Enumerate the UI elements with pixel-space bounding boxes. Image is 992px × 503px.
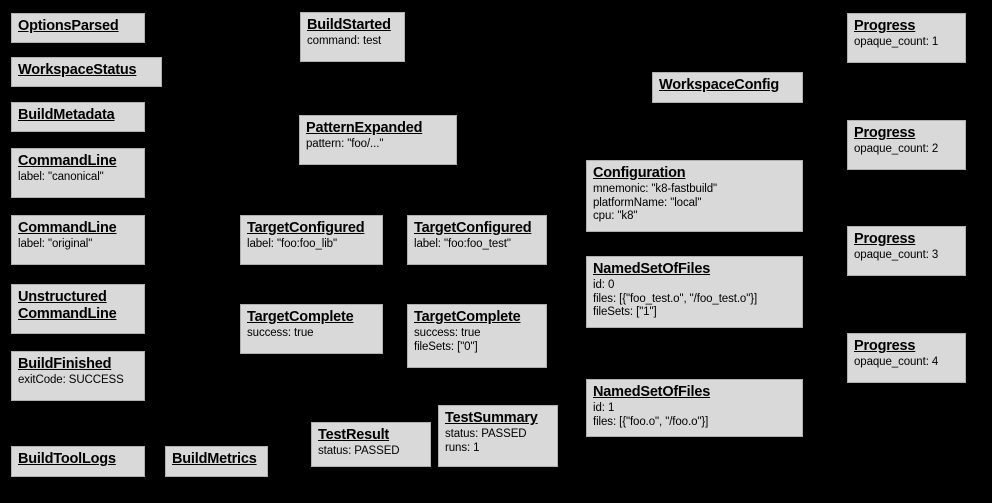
event-node-title: Progress [854,18,916,34]
event-node-title: Progress [854,231,916,247]
event-node-fields: label: "original" [18,238,138,252]
event-node-fields: status: PASSED [318,445,424,459]
event-node-unstructured-command-line[interactable]: Unstructured CommandLine [11,284,145,334]
event-node-pattern-expanded[interactable]: PatternExpanded pattern: "foo/..." [299,115,457,165]
event-node-title: OptionsParsed [18,18,119,34]
event-node-field: files: [{"foo_test.o", "/foo_test.o"}] [593,292,758,305]
event-node-fields: opaque_count: 3 [854,249,959,263]
event-node-target-complete-foo-lib[interactable]: TargetComplete success: true [240,304,383,354]
event-node-title: Unstructured CommandLine [18,289,117,323]
event-node-build-started[interactable]: BuildStarted command: test [300,12,405,62]
event-node-configuration[interactable]: Configuration mnemonic: "k8-fastbuild"pla… [586,160,803,232]
event-node-build-finished[interactable]: BuildFinished exitCode: SUCCESS [11,351,145,401]
event-node-fields: exitCode: SUCCESS [18,374,138,388]
event-node-command-line-original[interactable]: CommandLine label: "original" [11,215,145,265]
event-node-field: cpu: "k8" [593,210,638,223]
event-node-field: platformName: "local" [593,196,702,209]
event-node-title: BuildFinished [18,356,112,372]
event-node-workspace-config[interactable]: WorkspaceConfig [652,72,803,103]
event-node-title: Progress [854,338,916,354]
event-node-title: TargetComplete [414,309,521,325]
event-node-field: fileSets: ["1"] [593,306,657,319]
event-node-title: WorkspaceStatus [18,62,137,78]
event-node-progress-4[interactable]: Progress opaque_count: 4 [847,333,966,383]
event-node-field: files: [{"foo.o", "/foo.o"}] [593,415,709,428]
event-node-field: label: "foo:foo_lib" [247,238,337,251]
event-node-field: pattern: "foo/..." [306,138,384,151]
event-node-fields: label: "foo:foo_test" [414,238,540,252]
event-node-build-metadata[interactable]: BuildMetadata [11,102,145,132]
event-node-title: CommandLine [18,153,117,169]
event-node-fields: pattern: "foo/..." [306,138,450,152]
event-node-title: BuildMetrics [172,451,257,467]
event-node-title: TargetComplete [247,309,354,325]
event-node-field: opaque_count: 4 [854,356,939,369]
event-node-title: TestResult [318,427,390,443]
event-node-title: PatternExpanded [306,120,423,136]
event-node-target-configured-foo-lib[interactable]: TargetConfigured label: "foo:foo_lib" [240,215,383,265]
event-node-field: opaque_count: 2 [854,143,939,156]
event-node-title: BuildMetadata [18,107,115,123]
event-node-title: WorkspaceConfig [659,77,780,93]
event-node-field: id: 0 [593,279,615,292]
event-node-field: status: PASSED [318,445,400,458]
event-node-field: success: true [414,327,481,340]
event-node-fields: label: "canonical" [18,171,138,185]
event-node-field: exitCode: SUCCESS [18,374,124,387]
event-node-title: BuildStarted [307,17,391,33]
event-node-progress-1[interactable]: Progress opaque_count: 1 [847,13,966,63]
event-node-title: NamedSetOfFiles [593,261,711,277]
event-node-workspace-status[interactable]: WorkspaceStatus [11,57,162,87]
event-node-title: CommandLine [18,220,117,236]
event-node-title: TargetConfigured [414,220,532,236]
event-node-title: Progress [854,125,916,141]
event-node-build-tool-logs[interactable]: BuildToolLogs [11,446,145,477]
event-node-build-metrics[interactable]: BuildMetrics [165,446,268,477]
event-node-progress-3[interactable]: Progress opaque_count: 3 [847,226,966,276]
event-node-field: opaque_count: 1 [854,36,939,49]
event-node-field: id: 1 [593,402,615,415]
event-node-test-result[interactable]: TestResult status: PASSED [311,422,431,467]
event-node-progress-2[interactable]: Progress opaque_count: 2 [847,120,966,170]
event-node-fields: mnemonic: "k8-fastbuild"platformName: "l… [593,183,796,224]
event-node-field: status: PASSED [445,428,527,441]
event-node-command-line-canonical[interactable]: CommandLine label: "canonical" [11,148,145,198]
event-node-field: label: "foo:foo_test" [414,238,511,251]
event-node-title: TestSummary [445,410,538,426]
event-node-field: command: test [307,35,382,48]
event-node-field: runs: 1 [445,441,480,454]
event-node-field: fileSets: ["0"] [414,340,478,353]
event-node-fields: opaque_count: 2 [854,143,959,157]
event-node-fields: command: test [307,35,398,49]
event-node-field: label: "canonical" [18,171,104,184]
event-node-fields: opaque_count: 1 [854,36,959,50]
event-node-target-configured-foo-test[interactable]: TargetConfigured label: "foo:foo_test" [407,215,547,265]
event-node-options-parsed[interactable]: OptionsParsed [11,13,145,43]
event-node-field: opaque_count: 3 [854,249,939,262]
event-node-fields: success: true [247,327,376,341]
event-node-title: BuildToolLogs [18,451,116,467]
event-node-fields: opaque_count: 4 [854,356,959,370]
event-node-title: NamedSetOfFiles [593,384,711,400]
event-node-field: label: "original" [18,238,93,251]
event-node-title: TargetConfigured [247,220,365,236]
event-node-title: Configuration [593,165,686,181]
event-node-field: success: true [247,327,314,340]
event-node-fields: label: "foo:foo_lib" [247,238,376,252]
event-node-field: mnemonic: "k8-fastbuild" [593,183,718,196]
